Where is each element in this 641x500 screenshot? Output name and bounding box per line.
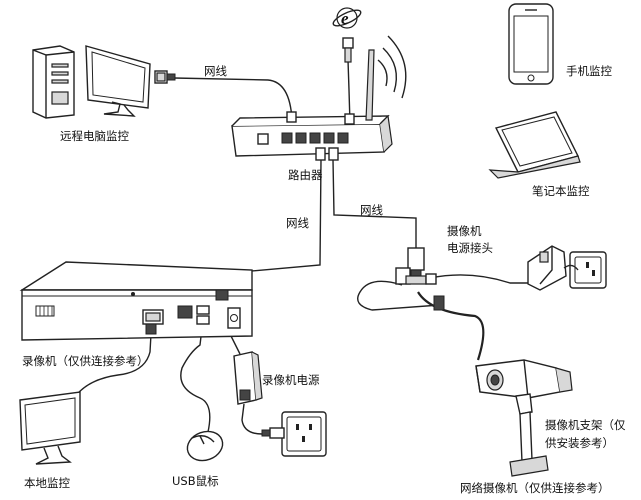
label-nvr: 录像机（仅供连接参考） [22, 354, 149, 368]
label-ip-camera: 网络摄像机（仅供连接参考） [460, 481, 610, 495]
phone-illustration [508, 3, 554, 85]
nvr-power-adapter [233, 351, 263, 405]
remote-pc-illustration [32, 45, 176, 119]
label-local-monitor: 本地监控 [24, 476, 70, 490]
router-illustration [231, 35, 407, 161]
local-monitor-illustration [19, 391, 81, 465]
nvr-wall-socket [261, 411, 327, 457]
label-bracket-2: 供安装参考） [545, 436, 614, 450]
nvr-vents [35, 305, 55, 317]
label-laptop: 笔记本监控 [532, 184, 590, 198]
label-router: 路由器 [288, 168, 323, 182]
cable-nvr-monitor [69, 333, 152, 406]
nvr-illustration [19, 261, 253, 341]
cable-camera-loop [357, 280, 441, 311]
label-bracket-1: 摄像机支架（仅 [545, 418, 626, 432]
label-cable-camera: 网线 [360, 203, 383, 217]
cable-nvr-mouse [180, 327, 211, 433]
laptop-illustration [488, 111, 581, 179]
label-phone: 手机监控 [566, 64, 612, 78]
label-remote-pc: 远程电脑监控 [60, 129, 129, 143]
label-cable-nvr: 网线 [286, 216, 309, 230]
camera-power-adapter [527, 245, 607, 291]
cable-camera-power [429, 274, 543, 284]
cable-pc-router [173, 77, 293, 121]
label-cable-pc: 网线 [204, 64, 227, 78]
cable-router-camera [332, 159, 417, 250]
label-nvr-power: 录像机电源 [262, 373, 320, 387]
mouse-illustration [186, 430, 224, 462]
browser-icon: e [332, 7, 362, 63]
cable-camera-main [417, 291, 485, 361]
camera-power-connectors [395, 247, 445, 311]
ip-camera-illustration [475, 359, 573, 477]
label-usb-mouse: USB鼠标 [172, 474, 219, 488]
label-camera-power-2: 电源接头 [447, 241, 493, 255]
browser-letter: e [341, 9, 349, 28]
label-camera-power-1: 摄像机 [447, 224, 482, 238]
